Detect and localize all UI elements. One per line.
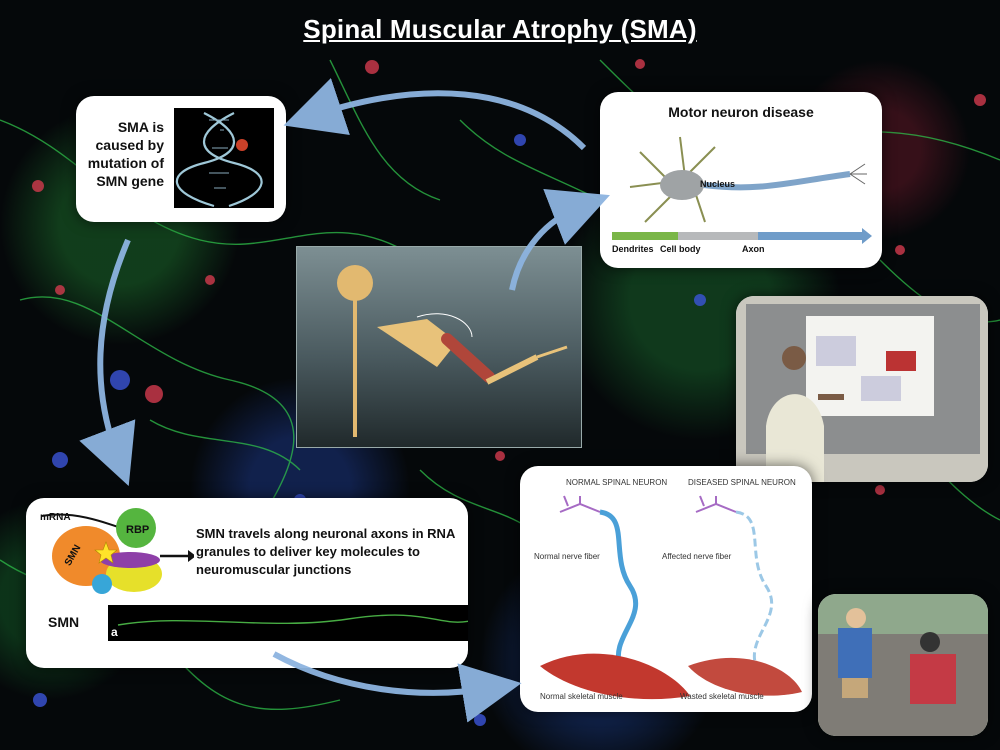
cell-body-label: Cell body	[660, 244, 701, 254]
smn-strip-label: SMN	[48, 614, 80, 630]
slide-title: Spinal Muscular Atrophy (SMA)	[303, 14, 697, 44]
children-photo	[818, 594, 988, 736]
normal-vs-diseased-neuron-panel: NORMAL SPINAL NEURON DISEASED SPINAL NEU…	[520, 466, 812, 712]
rbp-label: RBP	[126, 524, 150, 536]
normal-fiber-label: Normal nerve fiber	[534, 552, 600, 561]
researcher-poster-photo	[736, 296, 988, 482]
smn-axon-microscopy-strip: a	[108, 605, 468, 641]
motor-neuron-panel: Motor neuron disease Nucleus Dendrites C…	[600, 92, 882, 268]
diseased-neuron-heading: DISEASED SPINAL NEURON	[688, 478, 796, 487]
normal-muscle-label: Normal skeletal muscle	[540, 692, 623, 701]
nucleus-label: Nucleus	[700, 179, 736, 189]
sma-cause-text: SMA is caused by mutation of SMN gene	[87, 119, 164, 189]
motor-neuron-diagram	[612, 136, 872, 244]
dendrites-label: Dendrites	[612, 244, 654, 254]
wasted-muscle-label: Wasted skeletal muscle	[680, 692, 764, 701]
mrna-label: mRNA	[40, 512, 71, 523]
rna-granule-diagram	[41, 508, 194, 594]
neuron-comparison-diagram	[540, 495, 802, 700]
strip-panel-letter: a	[111, 625, 118, 639]
skeleton-arm-image	[296, 246, 582, 448]
dna-helix-image	[174, 108, 274, 208]
smn-transport-description: SMN travels along neuronal axons in RNA …	[196, 526, 455, 577]
affected-fiber-label: Affected nerve fiber	[662, 552, 732, 561]
normal-neuron-heading: NORMAL SPINAL NEURON	[566, 478, 668, 487]
axon-label: Axon	[742, 244, 765, 254]
sma-cause-panel: SMA is caused by mutation of SMN gene	[76, 96, 286, 222]
motor-neuron-heading: Motor neuron disease	[668, 104, 814, 120]
smn-transport-panel: mRNA SMN RBP SMN travels along neuronal …	[26, 498, 468, 668]
